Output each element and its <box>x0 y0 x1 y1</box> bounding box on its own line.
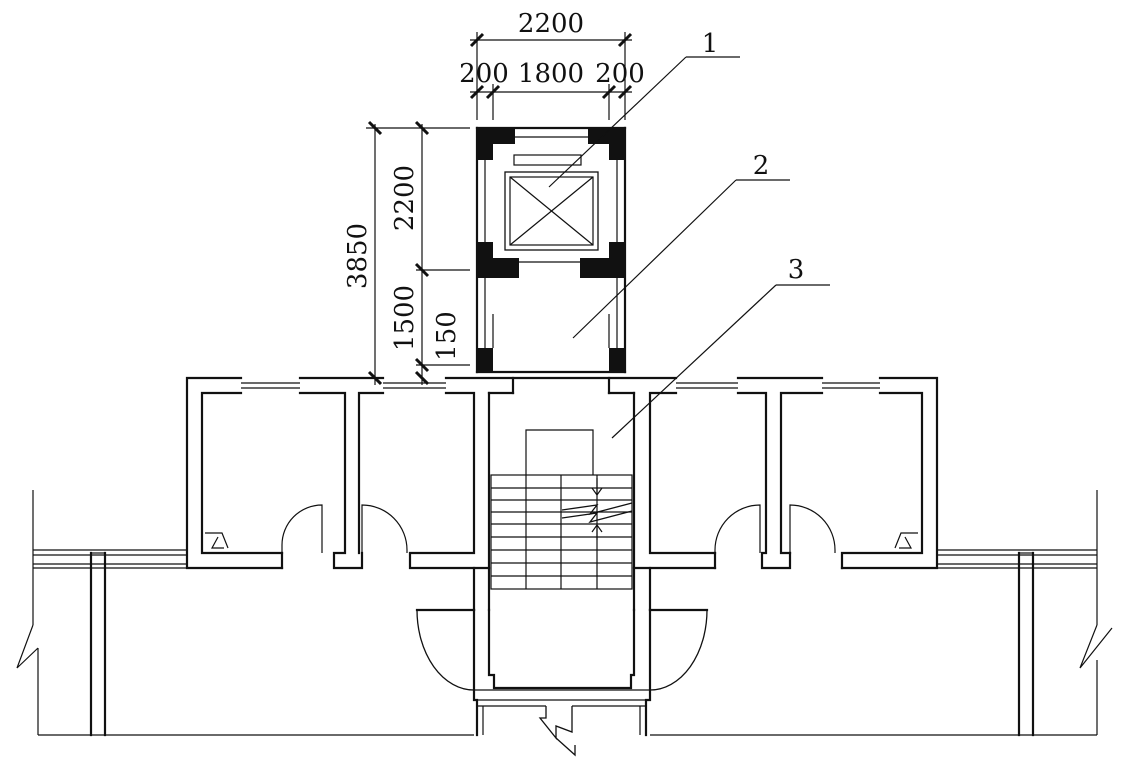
building-walls <box>185 376 939 612</box>
dim-ledge: 150 <box>432 311 462 361</box>
dim-shaft-depth: 2200 <box>390 165 420 231</box>
dim-left-wall: 200 <box>459 59 509 89</box>
entrance-canopy <box>415 608 709 757</box>
column-block <box>609 348 625 372</box>
callout-1: 1 <box>702 29 719 59</box>
left-dimensions: 3850 2200 1500 150 <box>343 120 470 386</box>
adjacent-building <box>16 490 1113 737</box>
counterweight <box>513 154 582 166</box>
callout-2: 2 <box>753 151 770 181</box>
dim-hall-depth: 1500 <box>390 285 420 351</box>
top-dimensions: 2200 200 1800 200 <box>459 9 645 120</box>
stairwell <box>490 429 633 590</box>
callouts: 1 2 3 <box>548 29 830 439</box>
callout-3: 3 <box>788 255 805 285</box>
column-block <box>609 242 625 278</box>
dim-right-wall: 200 <box>595 59 645 89</box>
column-block <box>477 128 493 160</box>
dim-shaft-width: 2200 <box>518 9 584 39</box>
dim-shaft-inner: 1800 <box>518 59 584 89</box>
column-block <box>609 128 625 160</box>
elevator-shaft <box>475 126 627 374</box>
column-block <box>477 242 493 278</box>
dim-overall-depth: 3850 <box>343 223 373 289</box>
elevator-car <box>504 171 599 251</box>
column-block <box>477 348 493 372</box>
